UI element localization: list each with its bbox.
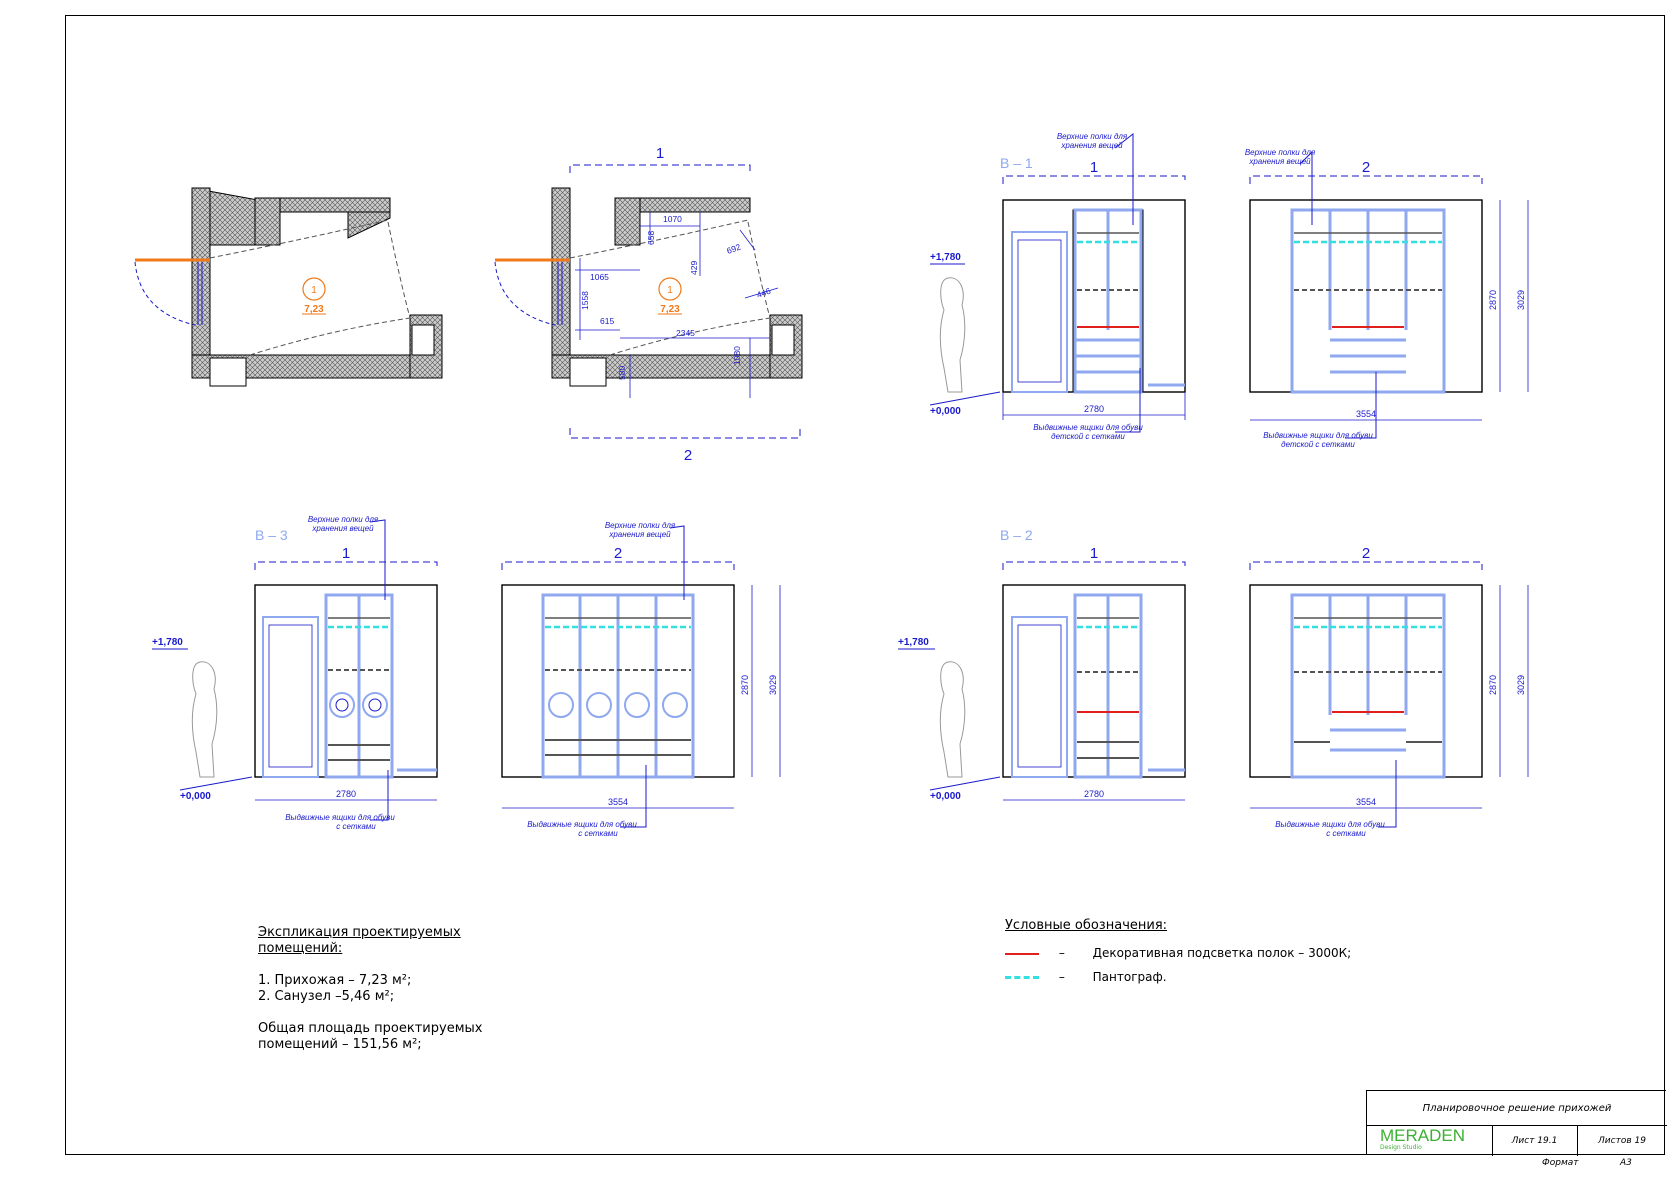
- b1-level-top: +1,780: [930, 252, 961, 263]
- brand-logo: MERADEN: [1380, 1126, 1466, 1145]
- b2-level-top: +1,780: [898, 637, 929, 648]
- b2-width: 2780: [1084, 789, 1104, 799]
- b1p2-note-top-1: Верхние полки для: [1245, 148, 1316, 157]
- dim-1080: 1080: [732, 346, 742, 365]
- view-label-b3: В – 3: [255, 527, 288, 543]
- legend-dash-2: –: [1058, 970, 1065, 984]
- legend-item-2: Пантограф.: [1092, 970, 1167, 984]
- room-area-right: 7,23: [660, 304, 680, 315]
- b3-level-zero: +0,000: [180, 791, 211, 802]
- b1p2-sub-2: 2: [1362, 159, 1370, 176]
- b2-sub-1: 1: [1090, 545, 1098, 562]
- title-block-title: Планировочное решение прихожей: [1367, 1091, 1667, 1126]
- b2p2-height-3029: 3029: [1516, 675, 1526, 695]
- plan-left: 1 7,23: [134, 187, 443, 387]
- dim-2345: 2345: [676, 328, 695, 338]
- explication-item-2: 2. Санузел –5,46 м²;: [258, 989, 395, 1004]
- legend-red-line: [1005, 952, 1039, 955]
- elevation-b1-part1: [1002, 199, 1186, 420]
- b1p2-width: 3554: [1356, 409, 1376, 419]
- b3p2-sub-2: 2: [614, 545, 622, 562]
- b3-note-bottom-1: Выдвижные ящики для обуви: [285, 813, 395, 822]
- title-block-sheets: Листов 19: [1598, 1135, 1646, 1146]
- legend-item-1: Декоративная подсветка полок – 3000К;: [1092, 946, 1352, 960]
- b1p2-note-top-2: хранения вещей: [1248, 157, 1311, 166]
- explication-total-2: помещений – 151,56 м²;: [258, 1037, 422, 1052]
- plan-right: 1 7,23 1070 658 1065 429: [494, 145, 803, 464]
- b1-width: 2780: [1084, 404, 1104, 414]
- b3p2-note-bottom-1: Выдвижные ящики для обуви: [527, 820, 637, 829]
- dim-580: 580: [617, 366, 627, 380]
- format-label: Формат: [1542, 1158, 1579, 1168]
- legend-row-pantograph: – Пантограф.: [1005, 970, 1167, 984]
- b1p2-height-3029: 3029: [1516, 290, 1526, 310]
- title-block-logo-cell: [1367, 1125, 1493, 1156]
- b2p2-note-bottom-2: с сетками: [1326, 829, 1366, 838]
- b3p2-note-top-1: Верхние полки для: [605, 521, 676, 530]
- elevation-b2-part2: 2 3554 2870 3029 Выдвижные ящики для обу…: [1249, 545, 1529, 838]
- b3-note-top-2: хранения вещей: [311, 524, 374, 533]
- b1-level-zero: +0,000: [930, 406, 961, 417]
- explication-title-1: Экспликация проектируемых: [258, 925, 461, 940]
- title-block: Планировочное решение прихожей Лист 19.1…: [1366, 1090, 1667, 1156]
- elevation-b2-part1: В – 2 1 2780 +1,780 +0,000: [898, 527, 1186, 802]
- dim-446: 446: [755, 286, 772, 300]
- room-number-left: 1: [311, 285, 317, 296]
- b3-sub-1: 1: [342, 545, 350, 562]
- b3p2-note-top-2: хранения вещей: [608, 530, 671, 539]
- legend-dash-1: –: [1058, 946, 1065, 960]
- elevation-b3-part2: 2 3554 2870 3029 Верхние полки для хране…: [501, 521, 781, 838]
- view-label-b1: В – 1: [1000, 155, 1033, 171]
- b1-note-top-2: хранения вещей: [1060, 141, 1123, 150]
- explication-item-1: 1. Прихожая – 7,23 м²;: [258, 973, 412, 988]
- format-value: А3: [1620, 1158, 1632, 1168]
- room-number-right: 1: [667, 285, 673, 296]
- legend-row-lighting: – Декоративная подсветка полок – 3000К;: [1005, 946, 1351, 960]
- b2p2-note-bottom-1: Выдвижные ящики для обуви: [1275, 820, 1385, 829]
- dim-1065: 1065: [590, 272, 609, 282]
- explication: Экспликация проектируемых помещений: 1. …: [258, 925, 482, 1053]
- view-marker-1: 1: [656, 145, 664, 162]
- b3-note-top-1: Верхние полки для: [308, 515, 379, 524]
- room-area-left: 7,23: [304, 304, 324, 315]
- b3p2-note-bottom-2: с сетками: [578, 829, 618, 838]
- b1p2-note-bottom-2: детской с сетками: [1281, 440, 1355, 449]
- b2p2-width: 3554: [1356, 797, 1376, 807]
- b3-width: 2780: [336, 789, 356, 799]
- b1-note-bottom-2: детской с сетками: [1051, 432, 1125, 441]
- legend-cyan-line: [1005, 976, 1039, 979]
- b3-note-bottom-2: с сетками: [336, 822, 376, 831]
- b3p2-width: 3554: [608, 797, 628, 807]
- dim-1070: 1070: [663, 214, 682, 224]
- b3-level-top: +1,780: [152, 637, 183, 648]
- dim-1558: 1558: [580, 291, 590, 310]
- view-marker-2: 2: [684, 447, 692, 464]
- view-label-b2: В – 2: [1000, 527, 1033, 543]
- dim-429: 429: [689, 261, 699, 275]
- dim-658: 658: [646, 231, 656, 245]
- dim-615: 615: [600, 316, 614, 326]
- elevation-b1-part2: 2 3554 2870 3029 Верхние полки для хране…: [1245, 148, 1529, 449]
- explication-title-2: помещений:: [258, 941, 343, 956]
- b3p2-height-3029: 3029: [768, 675, 778, 695]
- b2p2-height-2870: 2870: [1488, 675, 1498, 695]
- dim-692: 692: [725, 242, 742, 256]
- legend-title: Условные обозначения:: [1005, 918, 1168, 933]
- b2p2-sub-2: 2: [1362, 545, 1370, 562]
- b1-note-top-1: Верхние полки для: [1057, 132, 1128, 141]
- b1-note-bottom-1: Выдвижные ящики для обуви: [1033, 423, 1143, 432]
- b1p2-height-2870: 2870: [1488, 290, 1498, 310]
- elevation-b3-part1: В – 3 1 2780 Верхние полки для хранения …: [152, 515, 438, 831]
- b1p2-note-bottom-1: Выдвижные ящики для обуви: [1263, 431, 1373, 440]
- title-block-sheet: Лист 19.1: [1492, 1125, 1578, 1156]
- sheet-frame: [65, 15, 1665, 1155]
- brand-subtitle: Design Studio: [1380, 1144, 1422, 1151]
- explication-total-1: Общая площадь проектируемых: [258, 1021, 483, 1036]
- b2-level-zero: +0,000: [930, 791, 961, 802]
- b3p2-height-2870: 2870: [740, 675, 750, 695]
- b1-sub-1: 1: [1090, 159, 1098, 176]
